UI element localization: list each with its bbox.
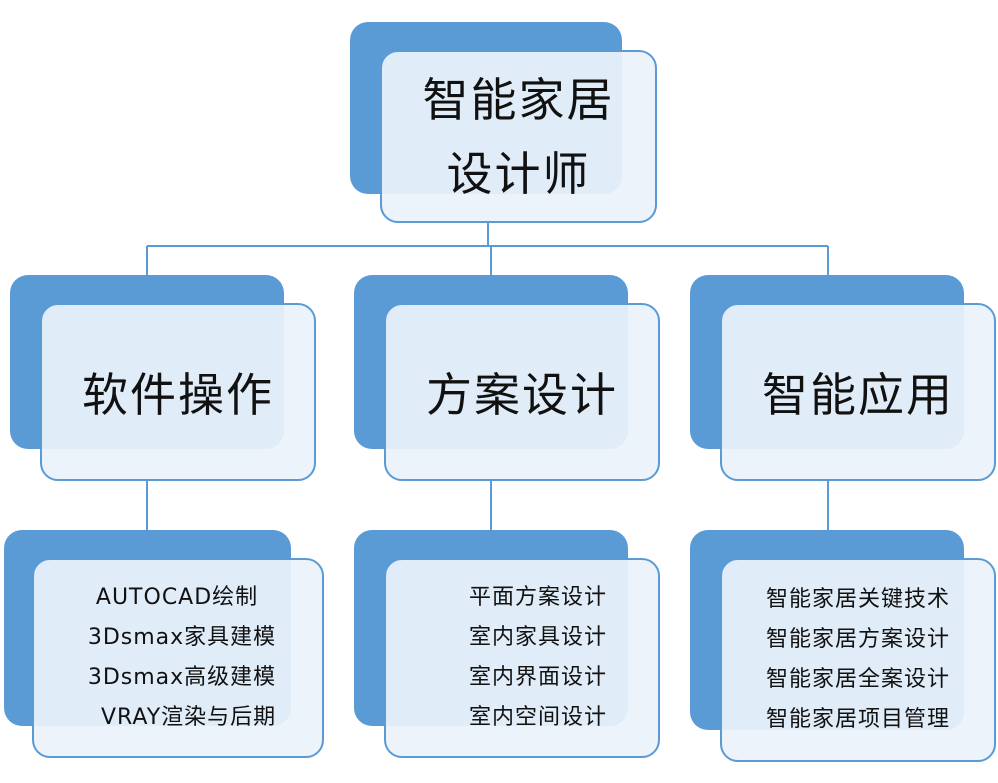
branch-node-2: 方案设计 bbox=[354, 275, 660, 481]
branch-title-1: 软件操作 bbox=[82, 368, 274, 422]
leaf-item: 智能家居方案设计 bbox=[765, 627, 950, 652]
branch-title-2: 方案设计 bbox=[426, 368, 618, 422]
root-node: 智能家居 设计师 bbox=[350, 22, 658, 223]
branch-title-3: 智能应用 bbox=[762, 368, 954, 422]
leaf-item: 智能家居全案设计 bbox=[765, 667, 950, 692]
leaf-list-2: 平面方案设计 室内家具设计 室内界面设计 室内空间设计 bbox=[469, 578, 607, 738]
leaf-item: 平面方案设计 bbox=[468, 585, 607, 610]
leaf-node-3-box: 智能家居关键技术 智能家居方案设计 智能家居全案设计 智能家居项目管理 bbox=[720, 558, 996, 762]
leaf-item: 3Dsmax高级建模 bbox=[87, 665, 277, 690]
branch-node-1-box: 软件操作 bbox=[40, 303, 316, 481]
leaf-item: AUTOCAD绘制 bbox=[95, 585, 259, 610]
root-node-box: 智能家居 设计师 bbox=[380, 50, 657, 223]
root-title-line-1: 智能家居 bbox=[422, 72, 615, 127]
branch-node-3-box: 智能应用 bbox=[720, 303, 996, 481]
leaf-item: 智能家居项目管理 bbox=[765, 707, 950, 732]
leaf-node-1-box: AUTOCAD绘制 3Dsmax家具建模 3Dsmax高级建模 VRAY渲染与后… bbox=[32, 558, 324, 758]
leaf-item: 智能家居关键技术 bbox=[765, 587, 950, 612]
leaf-node-2: 平面方案设计 室内家具设计 室内界面设计 室内空间设计 bbox=[354, 530, 660, 758]
leaf-node-1: AUTOCAD绘制 3Dsmax家具建模 3Dsmax高级建模 VRAY渲染与后… bbox=[4, 530, 324, 758]
branch-node-3: 智能应用 bbox=[690, 275, 996, 481]
leaf-item: VRAY渲染与后期 bbox=[100, 705, 277, 730]
leaf-item: 3Dsmax家具建模 bbox=[87, 625, 277, 650]
branch-node-2-box: 方案设计 bbox=[384, 303, 660, 481]
leaf-node-3: 智能家居关键技术 智能家居方案设计 智能家居全案设计 智能家居项目管理 bbox=[690, 530, 996, 762]
leaf-node-2-box: 平面方案设计 室内家具设计 室内界面设计 室内空间设计 bbox=[384, 558, 660, 758]
branch-node-1: 软件操作 bbox=[10, 275, 316, 481]
leaf-list-1: AUTOCAD绘制 3Dsmax家具建模 3Dsmax高级建模 VRAY渲染与后… bbox=[88, 578, 276, 738]
leaf-item: 室内空间设计 bbox=[468, 705, 607, 730]
leaf-item: 室内界面设计 bbox=[468, 665, 607, 690]
leaf-item: 室内家具设计 bbox=[468, 625, 607, 650]
leaf-list-3: 智能家居关键技术 智能家居方案设计 智能家居全案设计 智能家居项目管理 bbox=[766, 580, 950, 740]
root-title-line-2: 设计师 bbox=[446, 146, 591, 201]
